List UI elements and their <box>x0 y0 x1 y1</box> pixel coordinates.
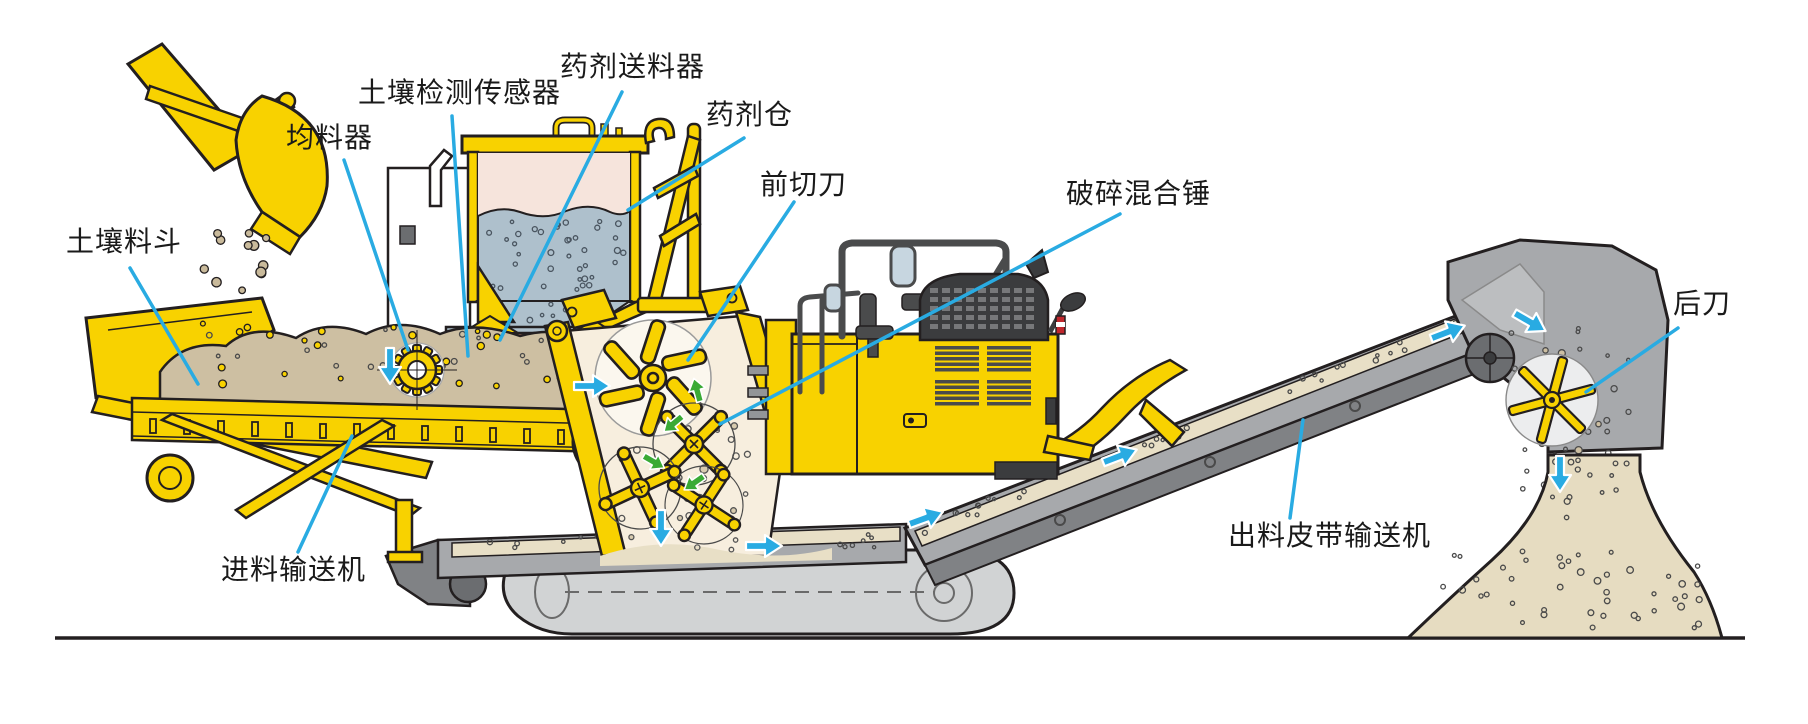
discharge-conveyor <box>384 238 1724 640</box>
leader-infeed-conveyor <box>296 434 354 554</box>
rear-cutter-rotor <box>1504 352 1600 448</box>
rear-mirror-lamp <box>1047 292 1087 335</box>
engine-door-latch <box>903 413 927 428</box>
leader-discharge-conveyor <box>1288 418 1305 520</box>
label-discharge-conveyor: 出料皮带输送机 <box>1228 519 1432 552</box>
leader-agent-feeder <box>498 90 624 342</box>
pile-dots-top <box>1549 457 1630 521</box>
label-front-cutter: 前切刀 <box>760 168 848 201</box>
engine-hood <box>918 248 1050 342</box>
label-rear-cutter: 后刀 <box>1673 287 1732 320</box>
mirror-small <box>823 283 844 313</box>
label-agent-tank: 药剂仓 <box>706 98 794 131</box>
engine-side-louvers <box>935 346 1031 406</box>
label-leveler: 均料器 <box>286 121 374 154</box>
leader-soil-hopper <box>128 266 200 386</box>
leader-rear-cutter <box>1584 326 1680 394</box>
excavator-bucket <box>234 94 329 239</box>
leader-soil-sensor <box>450 114 470 358</box>
label-soil-sensor: 土壤检测传感器 <box>358 76 562 109</box>
leader-agent-tank <box>626 136 746 212</box>
leader-crush-mix-hammer <box>718 212 1122 426</box>
label-crush-mix-hammer: 破碎混合锤 <box>1066 177 1212 210</box>
excavator-arm <box>125 42 329 256</box>
pile-dots <box>1440 548 1703 631</box>
mirror <box>889 244 917 288</box>
label-soil-hopper: 土壤料斗 <box>66 225 183 258</box>
leader-lines <box>128 90 1680 554</box>
conveyor-support-arm <box>1042 358 1189 462</box>
leader-leveler <box>342 158 410 352</box>
leader-front-cutter <box>686 200 796 362</box>
chamber-soil-mound <box>600 544 832 566</box>
label-agent-feeder: 药剂送料器 <box>560 50 706 83</box>
label-infeed-conveyor: 进料输送机 <box>221 553 367 586</box>
